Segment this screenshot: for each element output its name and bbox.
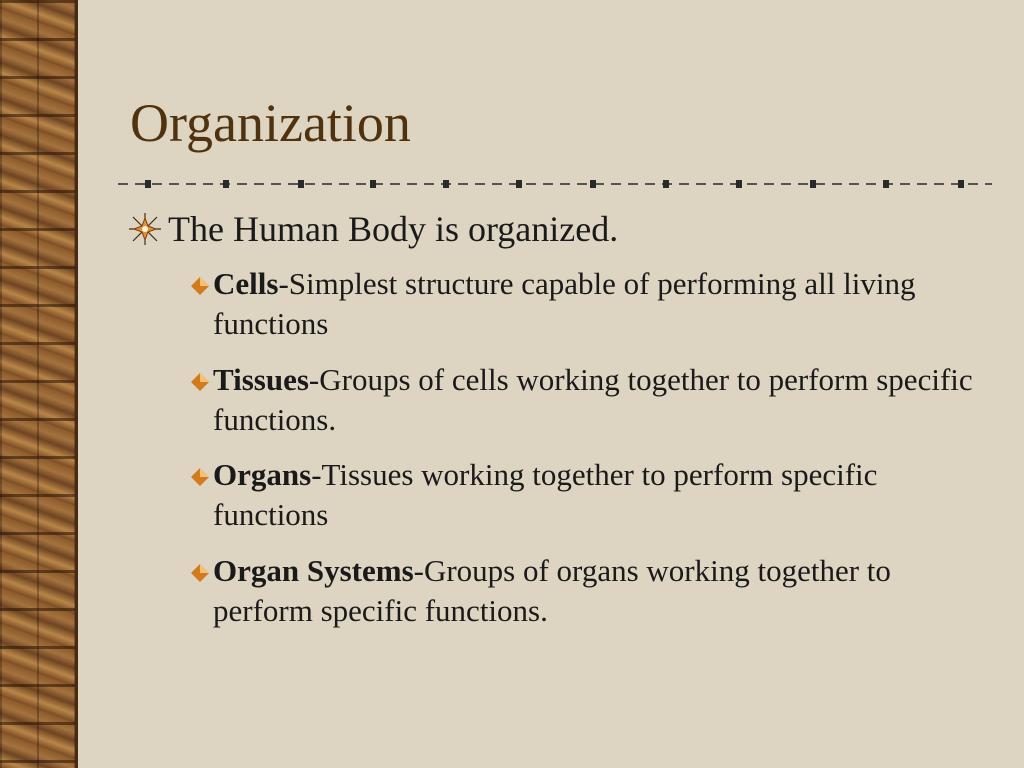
diamond-icon [191, 564, 209, 582]
dashed-divider [118, 180, 992, 188]
item-description: -Tissues working together to perform spe… [213, 457, 878, 532]
item-term: Tissues [213, 362, 309, 397]
item-description: -Simplest structure capable of performin… [213, 266, 916, 341]
list-item: Organs-Tissues working together to perfo… [213, 455, 983, 535]
item-term: Cells [213, 266, 279, 301]
main-bullet-text: The Human Body is organized. [168, 209, 619, 249]
diamond-icon [191, 468, 209, 486]
list-item: Tissues-Groups of cells working together… [213, 360, 983, 440]
list-item: Cells-Simplest structure capable of perf… [213, 264, 983, 344]
item-term: Organs [213, 457, 312, 492]
compass-star-icon [129, 213, 161, 245]
item-description: -Groups of organs working together to pe… [213, 553, 891, 628]
item-term: Organ Systems [213, 553, 414, 588]
item-description: -Groups of cells working together to per… [213, 362, 973, 437]
list-item: Organ Systems-Groups of organs working t… [213, 551, 983, 631]
diamond-icon [191, 277, 209, 295]
slide-title: Organization [130, 93, 411, 153]
diamond-icon [191, 373, 209, 391]
decorative-wood-strip [0, 0, 77, 768]
strip-edge [75, 0, 78, 768]
